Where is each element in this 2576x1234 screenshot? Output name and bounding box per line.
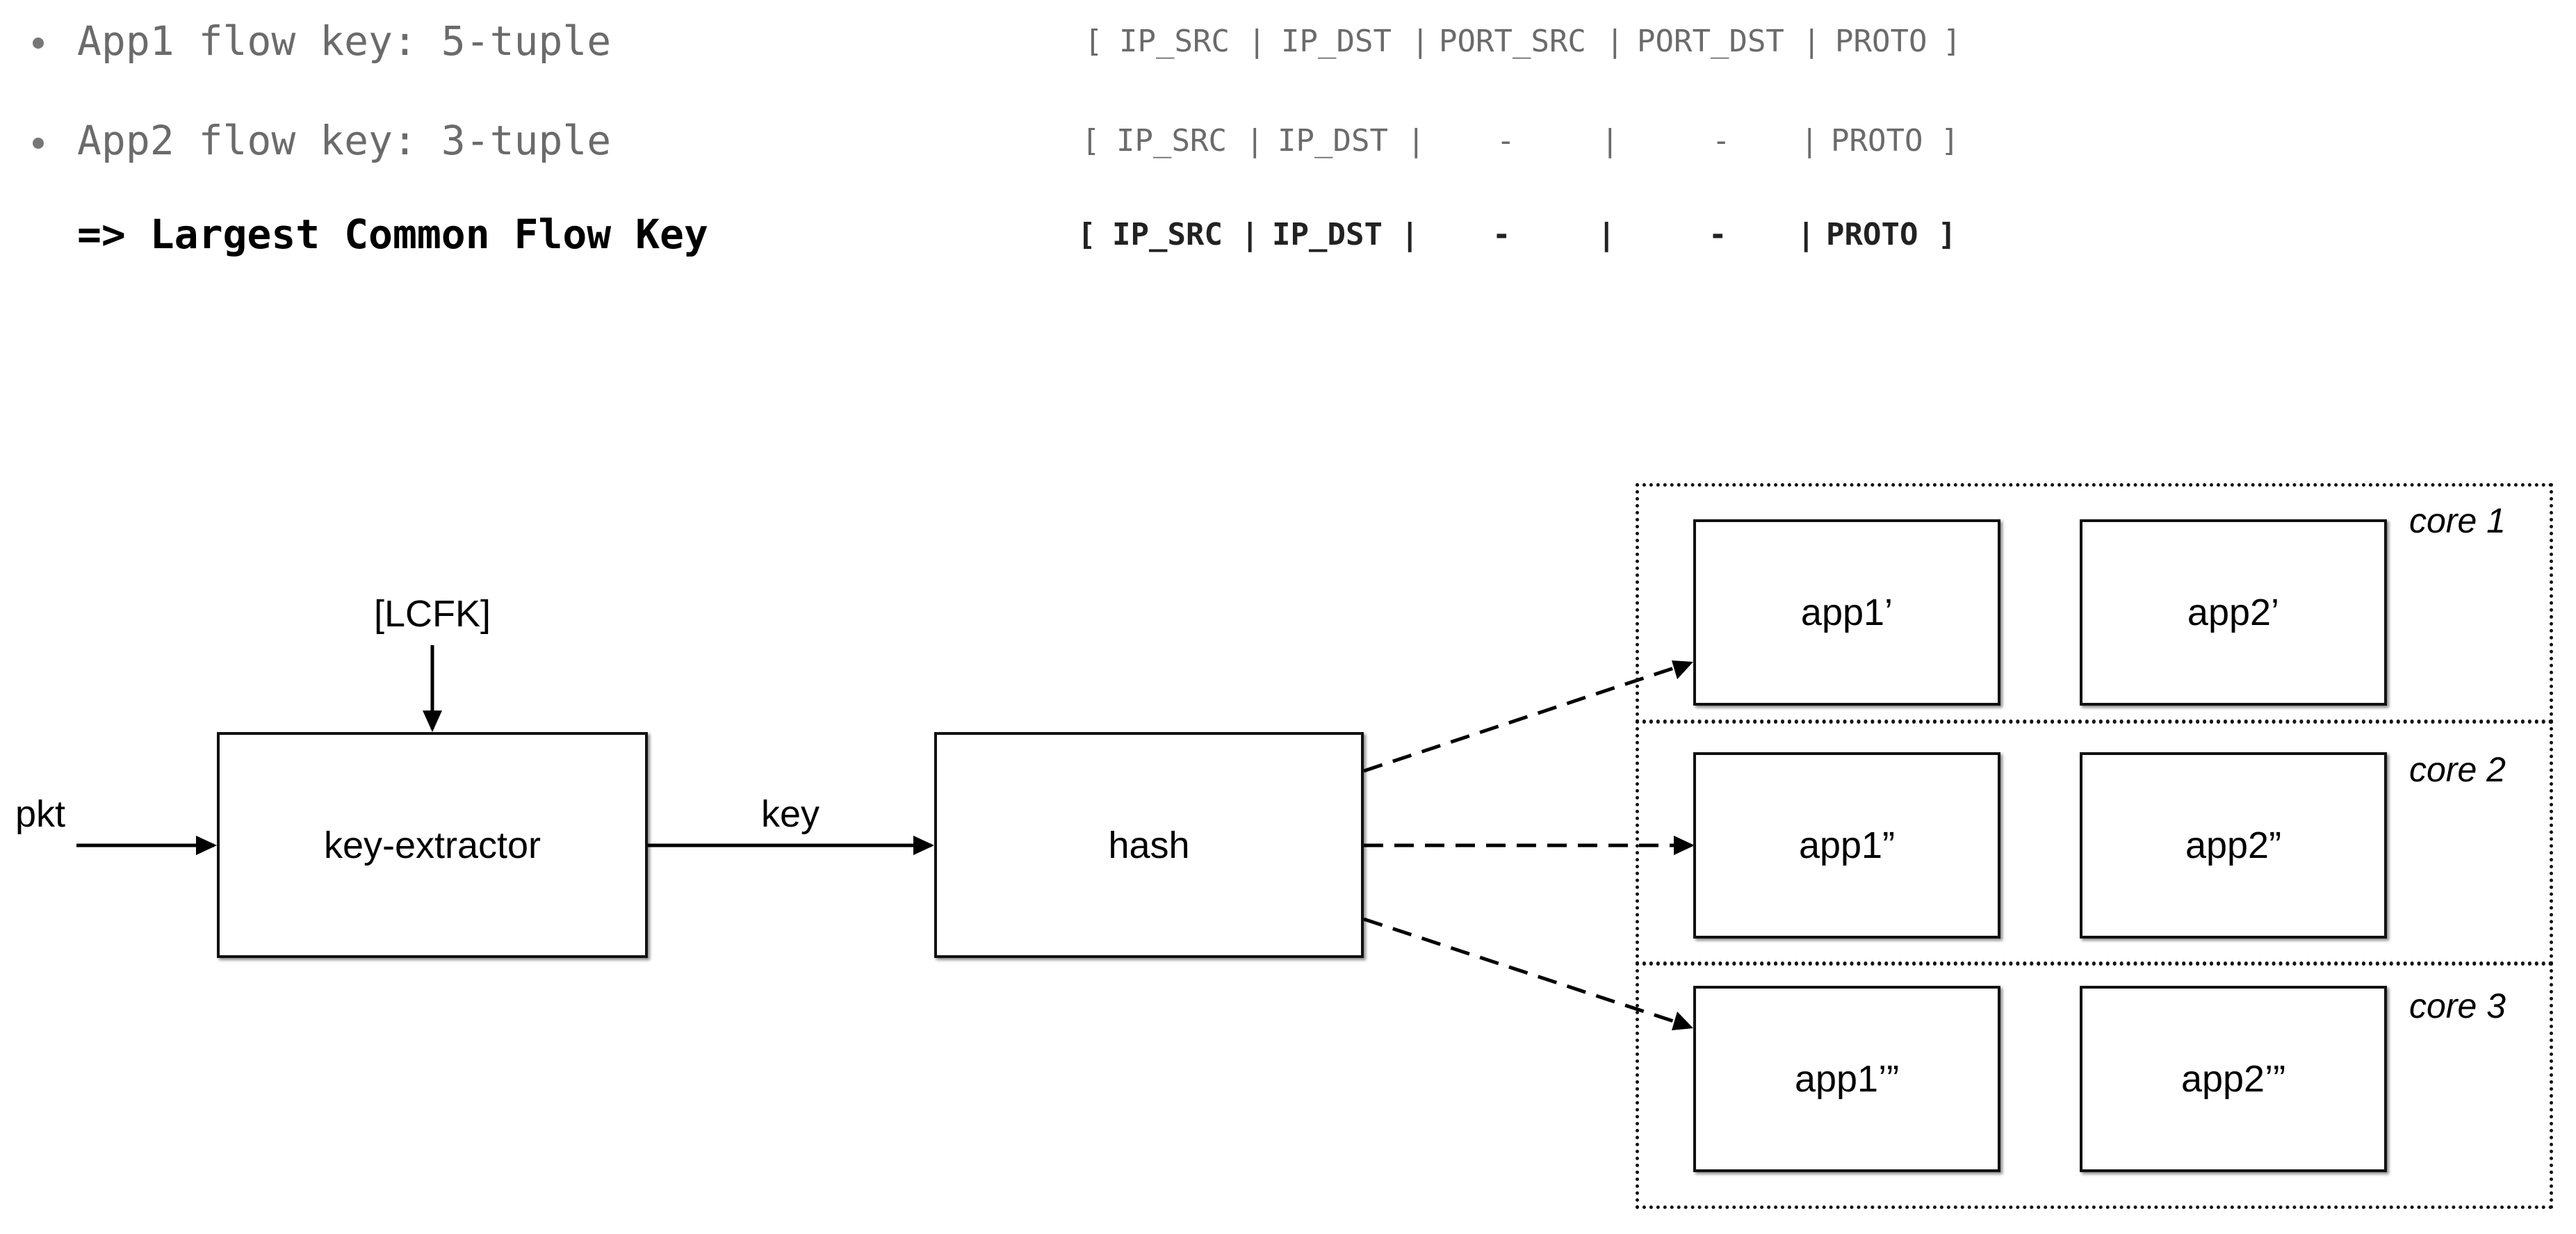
key-extractor-box: key-extractor bbox=[217, 732, 648, 958]
app1-core2-box: app1” bbox=[1693, 752, 2000, 939]
field-empty: - bbox=[1492, 217, 1511, 252]
field-proto: PROTO bbox=[1826, 217, 1918, 252]
field-separator: | bbox=[1401, 217, 1419, 252]
field-separator: | bbox=[1797, 217, 1816, 252]
app2-core2-label: app2” bbox=[2185, 825, 2282, 866]
app1-core3-label: app1’” bbox=[1794, 1058, 1900, 1100]
field-ip-dst: IP_DST bbox=[1272, 217, 1383, 252]
app2-key-fields: [ IP_SRC | IP_DST | - | - | PROTO ] bbox=[1077, 119, 2051, 168]
largest-common-flow-key-text: => Largest Common Flow Key bbox=[77, 211, 708, 258]
key-label: key bbox=[761, 793, 820, 835]
key-arrowhead bbox=[913, 836, 934, 855]
app2-core1-box: app2’ bbox=[2080, 519, 2387, 706]
hash-box: hash bbox=[934, 732, 1364, 958]
field-port-src: PORT_SRC bbox=[1439, 24, 1586, 59]
app2-core3-box: app2’” bbox=[2080, 986, 2387, 1172]
core2-arrowhead bbox=[1674, 836, 1695, 855]
field-separator: | bbox=[1601, 123, 1620, 159]
app2-core2-box: app2” bbox=[2080, 752, 2387, 939]
field-empty: - bbox=[1497, 123, 1515, 159]
core3-arrowhead bbox=[1672, 1012, 1693, 1030]
core-3-frame bbox=[1636, 962, 2553, 1209]
app1-flow-key-text: App1 flow key: 5-tuple bbox=[77, 17, 612, 65]
field-empty: - bbox=[1709, 217, 1727, 252]
app1-key-fields: [ IP_SRC | IP_DST | PORT_SRC | PORT_DST … bbox=[1077, 19, 2051, 68]
bullet-icon bbox=[33, 38, 44, 49]
field-ip-dst: IP_DST bbox=[1278, 123, 1388, 159]
field-separator: | bbox=[1248, 24, 1266, 59]
core1-arrowhead bbox=[1672, 660, 1693, 679]
field-proto: PROTO bbox=[1831, 123, 1923, 159]
app2-core3-label: app2’” bbox=[2180, 1058, 2286, 1100]
app2-flow-key-text: App2 flow key: 3-tuple bbox=[77, 117, 612, 164]
field-port-dst: PORT_DST bbox=[1637, 24, 1784, 59]
field-ip-src: IP_SRC bbox=[1112, 217, 1223, 252]
field-separator: | bbox=[1802, 24, 1821, 59]
field-separator: | bbox=[1597, 217, 1616, 252]
close-bracket: ] bbox=[1941, 123, 1959, 159]
pkt-label: pkt bbox=[15, 793, 66, 835]
hash-label: hash bbox=[1108, 824, 1190, 866]
dashed-arrow-core1 bbox=[1363, 664, 1681, 773]
field-proto: PROTO bbox=[1835, 24, 1927, 59]
pkt-arrowhead bbox=[196, 836, 217, 855]
dashed-arrow-core3 bbox=[1363, 917, 1681, 1025]
largest-common-key-fields: [ IP_SRC | IP_DST | - | - | PROTO ] bbox=[1077, 213, 2051, 261]
core-2-label: core 2 bbox=[2409, 750, 2506, 789]
close-bracket: ] bbox=[1938, 217, 1957, 252]
field-ip-src: IP_SRC bbox=[1119, 24, 1230, 59]
field-ip-src: IP_SRC bbox=[1116, 123, 1227, 159]
core-1-label: core 1 bbox=[2409, 501, 2506, 540]
field-separator: | bbox=[1241, 217, 1260, 252]
lcfk-label: [LCFK] bbox=[374, 593, 491, 635]
open-bracket: [ bbox=[1082, 123, 1100, 159]
field-empty: - bbox=[1712, 123, 1731, 159]
open-bracket: [ bbox=[1084, 24, 1103, 59]
core-3-label: core 3 bbox=[2409, 987, 2506, 1025]
close-bracket: ] bbox=[1943, 24, 1962, 59]
field-separator: | bbox=[1606, 24, 1624, 59]
bullet-icon bbox=[33, 138, 44, 149]
app2-core1-label: app2’ bbox=[2187, 592, 2280, 633]
field-separator: | bbox=[1246, 123, 1264, 159]
open-bracket: [ bbox=[1077, 217, 1096, 252]
app1-core1-box: app1’ bbox=[1693, 519, 2000, 706]
lcfk-arrowhead bbox=[423, 711, 442, 732]
field-separator: | bbox=[1411, 24, 1430, 59]
field-ip-dst: IP_DST bbox=[1281, 24, 1392, 59]
app1-core2-label: app1” bbox=[1798, 825, 1896, 866]
field-separator: | bbox=[1407, 123, 1426, 159]
field-separator: | bbox=[1800, 123, 1819, 159]
app1-core1-label: app1’ bbox=[1800, 592, 1893, 633]
app1-core3-box: app1’” bbox=[1693, 986, 2000, 1172]
key-extractor-label: key-extractor bbox=[323, 824, 541, 866]
